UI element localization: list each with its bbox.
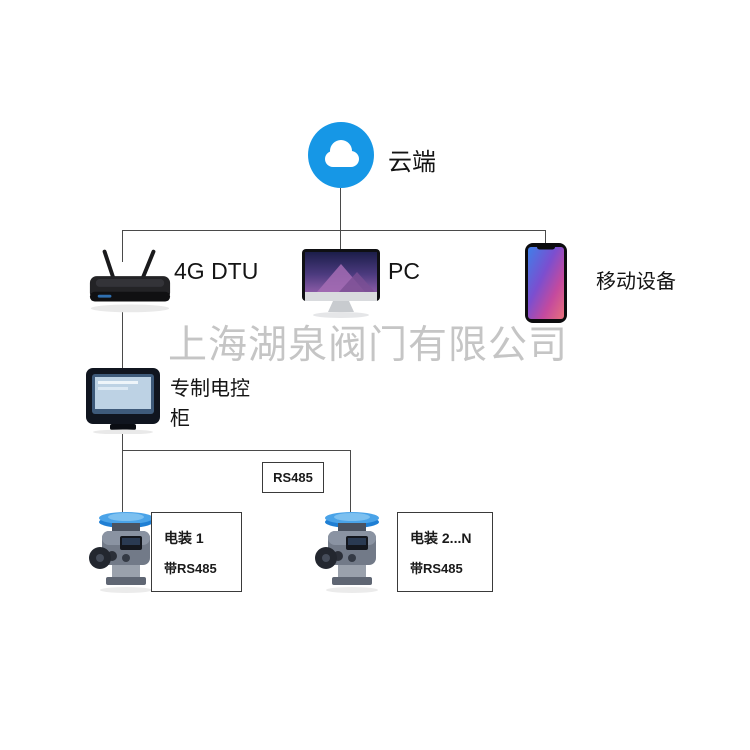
smartphone-icon — [524, 242, 568, 324]
actuator-1-box: 电装 1 带RS485 — [151, 512, 242, 592]
connector-drop-pc — [340, 230, 341, 250]
mobile-label: 移动设备 — [596, 271, 676, 293]
valve-actuator-1-icon — [88, 508, 160, 596]
connector-drop-dtu — [122, 230, 123, 262]
actuator-2-title: 电装 2...N — [410, 530, 472, 546]
pc-monitor-icon — [299, 248, 383, 320]
watermark-text: 上海湖泉阀门有限公司 — [168, 324, 569, 367]
actuator-2-box: 电装 2...N 带RS485 — [397, 512, 493, 592]
actuator-2-subtitle: 带RS485 — [410, 561, 463, 576]
router-4g-dtu-icon — [86, 246, 174, 316]
connector-drop-actuator2 — [350, 450, 351, 512]
connector-cloud-down — [340, 188, 341, 230]
connector-dtu-to-cabinet — [122, 310, 123, 368]
connector-drop-mobile — [545, 230, 546, 245]
cloud-label: 云端 — [388, 149, 436, 176]
actuator-1-title: 电装 1 — [164, 530, 204, 546]
cabinet-label: 专制电控柜 — [170, 378, 250, 430]
valve-actuator-2-icon — [314, 508, 386, 596]
control-cabinet-icon — [84, 366, 162, 435]
pc-label: PC — [388, 258, 420, 284]
connector-bottom-bus — [122, 450, 351, 451]
connector-cabinet-to-actuator1 — [122, 432, 123, 512]
actuator-1-subtitle: 带RS485 — [164, 561, 217, 576]
dtu-label: 4G DTU — [174, 258, 259, 284]
rs485-bus-label: RS485 — [262, 462, 324, 493]
cloud-icon — [308, 122, 374, 188]
connector-top-bus — [122, 230, 546, 231]
